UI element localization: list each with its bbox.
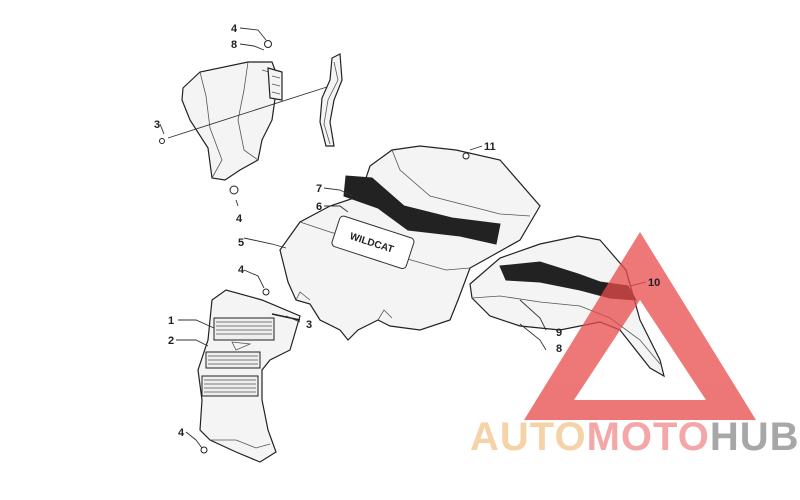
callout-6: 6 [316,201,322,213]
callout-4-bottom: 4 [178,427,185,439]
callout-4-mid: 4 [236,213,243,225]
callout-4-top: 4 [231,23,238,35]
callout-7: 7 [316,183,322,195]
watermark-auto: AUTO [470,415,587,459]
watermark-triangle [524,232,756,420]
svg-text:AUTOMOTOHUB: AUTOMOTOHUB [470,415,800,459]
callout-labels: 4 8 3 4 7 6 11 5 4 1 3 2 4 10 9 8 [154,23,660,439]
hood-cover: WILDCAT [279,145,541,341]
watermark-moto: MOTO [587,415,710,459]
fasteners [159,40,470,454]
side-trim-strip [319,53,343,147]
callout-8-lower: 8 [556,343,562,355]
front-grille-assembly [197,289,301,463]
callout-1: 1 [168,315,174,327]
callout-3-right: 3 [306,319,312,331]
watermark-logo: AUTOMOTOHUB [470,232,800,459]
callout-9: 9 [556,327,562,339]
callout-2: 2 [168,335,174,347]
callout-11: 11 [484,141,496,153]
callout-8-top: 8 [231,39,237,51]
callout-5: 5 [238,237,244,249]
callout-3-left: 3 [154,119,160,131]
watermark-hub: HUB [710,415,800,459]
callout-4-lower: 4 [238,264,245,276]
callout-10: 10 [648,277,660,289]
left-side-panel [181,61,283,181]
